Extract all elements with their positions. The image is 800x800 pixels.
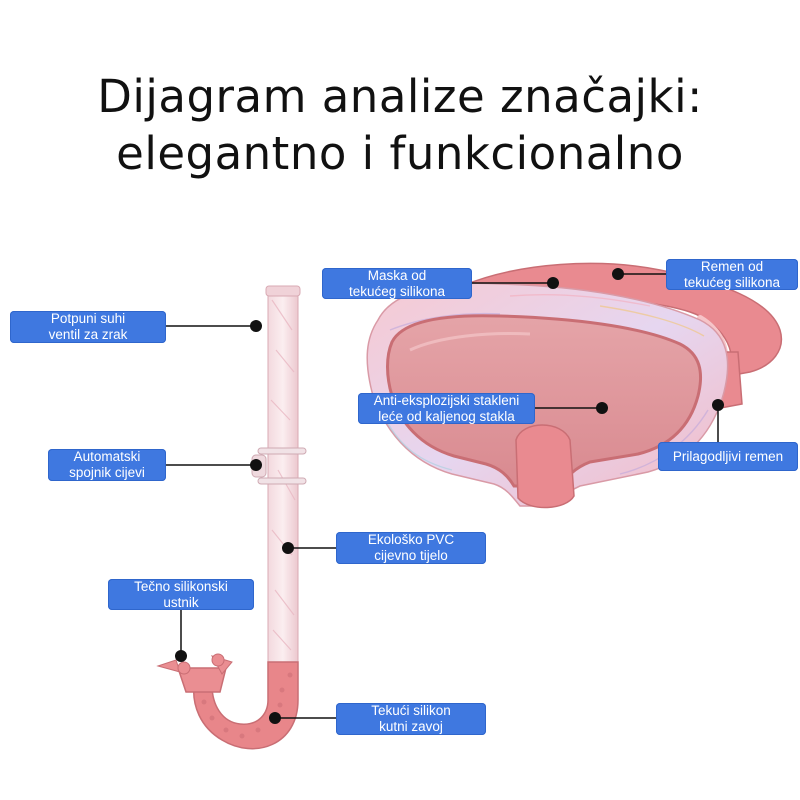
label-strap-silicone: Remen od tekućeg silikona — [666, 259, 798, 290]
callout-dots — [175, 268, 724, 724]
label-mouthpiece: Tečno silikonski ustnik — [108, 579, 254, 610]
dot-mouthpiece — [175, 650, 187, 662]
label-air-valve: Potpuni suhi ventil za zrak — [10, 311, 166, 343]
label-adjustable-strap: Prilagodljivi remen — [658, 442, 798, 471]
valve-cap — [265, 285, 301, 297]
label-mask-silicone: Maska od tekućeg silikona — [322, 268, 472, 299]
connector-ring-bottom — [257, 477, 307, 485]
dot-elbow — [269, 712, 281, 724]
dot-adjustable-strap — [712, 399, 724, 411]
mouthpiece-nub-right — [211, 653, 225, 667]
mouthpiece-nub-left — [177, 661, 191, 675]
title-line-2: elegantno i funkcionalno — [116, 127, 684, 180]
dot-pvc-body — [282, 542, 294, 554]
title-line-1: Dijagram analize značajki: — [97, 70, 703, 123]
dot-mask-silicone — [547, 277, 559, 289]
lens-highlight — [409, 332, 531, 352]
dot-lens — [596, 402, 608, 414]
snorkel — [156, 285, 307, 750]
nose-pocket — [515, 424, 575, 509]
leader-lines — [166, 273, 719, 719]
page-title: Dijagram analize značajki: elegantno i f… — [0, 68, 800, 182]
swim-mask — [366, 262, 783, 509]
dot-connector — [250, 459, 262, 471]
mouthpiece — [176, 667, 227, 693]
connector-ring-top — [257, 447, 307, 455]
label-tempered-lens: Anti-eksplozijski stakleni leće od kalje… — [358, 393, 535, 424]
silicone-elbow — [192, 661, 299, 750]
mouthpiece-bite-left — [156, 659, 181, 673]
dot-valve — [250, 320, 262, 332]
label-silicone-elbow: Tekući silikon kutni zavoj — [336, 703, 486, 735]
snorkel-tube — [267, 285, 299, 667]
label-pvc-body: Ekološko PVC cijevno tijelo — [336, 532, 486, 564]
label-tube-connector: Automatski spojnik cijevi — [48, 449, 166, 481]
dot-strap-silicone — [612, 268, 624, 280]
